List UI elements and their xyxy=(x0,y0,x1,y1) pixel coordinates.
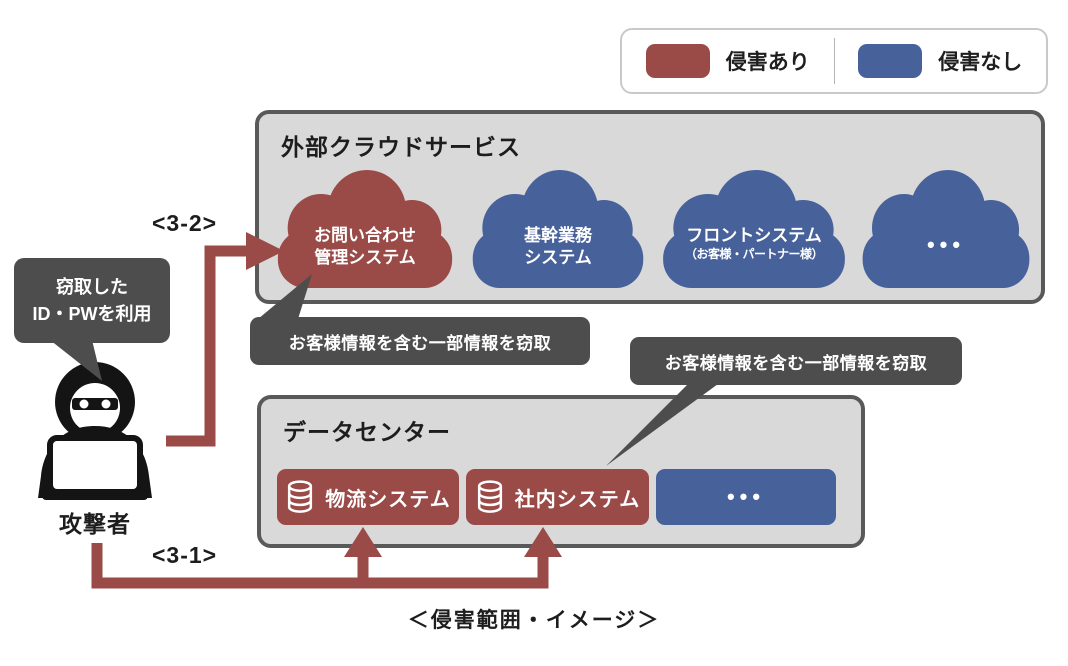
compromised-swatch xyxy=(645,44,710,78)
ellipsis-label: ••• xyxy=(726,484,766,509)
datacenter-panel: データセンター 物流システム 社内システム ••• xyxy=(257,395,865,548)
panel-title: データセンター xyxy=(283,419,451,445)
legend-label: 侵害あり xyxy=(725,51,810,74)
callout-datacenter-theft: お客様情報を含む一部情報を窃取 xyxy=(630,337,962,385)
legend: 侵害あり 侵害なし xyxy=(620,28,1048,94)
clean-swatch xyxy=(858,44,923,78)
cloud-label: フロントシステム （お客様・パートナー様） xyxy=(684,226,824,262)
system-label: 物流システム xyxy=(325,488,451,511)
database-icon xyxy=(477,480,502,513)
attacker-label: 攻撃者 xyxy=(59,511,131,537)
panel-title: 外部クラウドサービス xyxy=(281,134,521,160)
step-3-1-label: <3-1> xyxy=(152,542,218,568)
ellipsis-label: ••• xyxy=(926,232,966,258)
system-others: ••• xyxy=(656,469,836,525)
cloud-core-business-system: 基幹業務 システム xyxy=(467,170,649,290)
cloud-others: ••• xyxy=(857,170,1035,290)
cloud-icon xyxy=(277,170,453,288)
system-logistics: 物流システム xyxy=(277,469,459,525)
legend-item-compromised: 侵害あり xyxy=(622,44,834,78)
diagram-caption: ＜侵害範囲・イメージ＞ xyxy=(407,609,661,632)
cloud-front-system: フロントシステム （お客様・パートナー様） xyxy=(657,170,851,290)
external-cloud-panel: 外部クラウドサービス お問い合わせ 管理システム 基幹業務 xyxy=(255,110,1045,304)
database-icon xyxy=(288,480,313,513)
cloud-icon xyxy=(663,170,845,288)
cloud-inquiry-system: お問い合わせ 管理システム xyxy=(272,170,458,290)
arrow-3-2 xyxy=(166,245,250,447)
attacker-icon xyxy=(38,362,152,500)
legend-label: 侵害なし xyxy=(938,51,1023,74)
system-internal: 社内システム xyxy=(466,469,649,525)
legend-divider xyxy=(833,38,835,84)
legend-item-clean: 侵害なし xyxy=(835,44,1047,78)
cloud-icon xyxy=(862,170,1030,288)
system-label: 社内システム xyxy=(514,488,641,511)
attacker-speech-bubble: 窃取した ID・PWを利用 xyxy=(14,258,170,343)
step-3-2-label: <3-2> xyxy=(152,210,218,236)
callout-cloud-theft: お客様情報を含む一部情報を窃取 xyxy=(250,317,590,365)
cloud-label: 基幹業務 システム xyxy=(524,226,592,268)
cloud-label: お問い合わせ 管理システム xyxy=(314,226,416,268)
cloud-icon xyxy=(472,170,644,288)
